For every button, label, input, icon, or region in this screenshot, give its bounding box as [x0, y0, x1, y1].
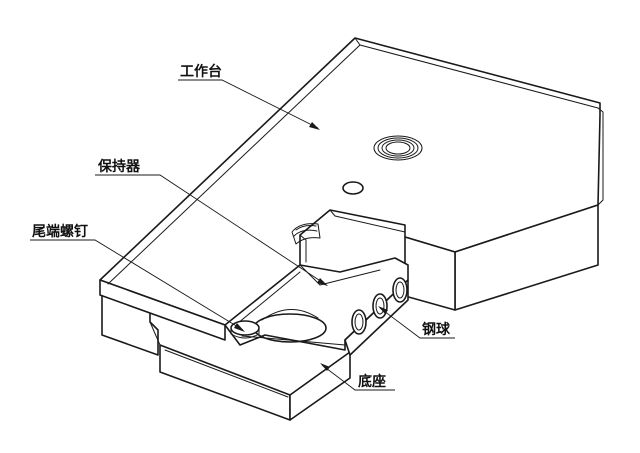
- leader-retainer: [95, 174, 326, 285]
- worktable-cutout-inner: [299, 234, 307, 263]
- label-end-screw: 尾端螺钉: [32, 223, 88, 240]
- base-front-face: [159, 344, 291, 421]
- end-screw-side: [230, 327, 260, 339]
- threaded-hole-ring-3: [385, 141, 411, 155]
- retainer-front-line: [241, 335, 346, 346]
- arrow-worktable: [309, 122, 320, 130]
- steel-ball-2-inner: [375, 297, 385, 315]
- worktable: [99, 37, 604, 341]
- arrow-steel-ball: [378, 306, 388, 314]
- label-base: 底座: [358, 373, 386, 390]
- threaded-hole-ring-1: [377, 137, 419, 159]
- steel-ball-1: [351, 309, 367, 335]
- label-steel-ball: 钢球: [422, 321, 451, 338]
- arrow-base: [320, 363, 330, 371]
- steel-ball-3-inner: [395, 281, 405, 299]
- retainer: [224, 257, 409, 356]
- steel-ball-1-inner: [354, 313, 364, 331]
- arrow-end-screw: [234, 323, 245, 332]
- threaded-hole-ring-2: [381, 139, 415, 157]
- worktable-chamfer-left: [107, 44, 361, 285]
- worktable-left-face: [99, 279, 226, 341]
- small-hole: [342, 181, 364, 195]
- leader-worktable: [178, 79, 319, 129]
- label-retainer: 保持器: [97, 158, 141, 175]
- base-side-face: [289, 351, 351, 421]
- leader-steel-ball: [379, 307, 455, 339]
- retainer-rail-line: [231, 271, 301, 329]
- leaders: [30, 79, 455, 391]
- label-worktable: 工作台: [180, 63, 222, 80]
- retainer-bore-inner: [261, 309, 319, 321]
- steel-ball-3: [392, 277, 408, 303]
- leader-end-screw: [30, 239, 244, 331]
- steel-balls: [351, 277, 408, 335]
- cutout-thread-1: [295, 225, 317, 231]
- threaded-hole-outer: [373, 135, 423, 161]
- cutout-thread-2: [293, 229, 318, 237]
- cutout-threaded-hole: [291, 223, 321, 245]
- worktable-cutout-edge: [329, 209, 406, 233]
- arrow-retainer: [317, 278, 328, 286]
- worktable-chamfer-right: [597, 107, 604, 206]
- base-edge-line: [164, 349, 289, 398]
- leader-base: [321, 364, 395, 391]
- base-notch-line: [149, 321, 161, 346]
